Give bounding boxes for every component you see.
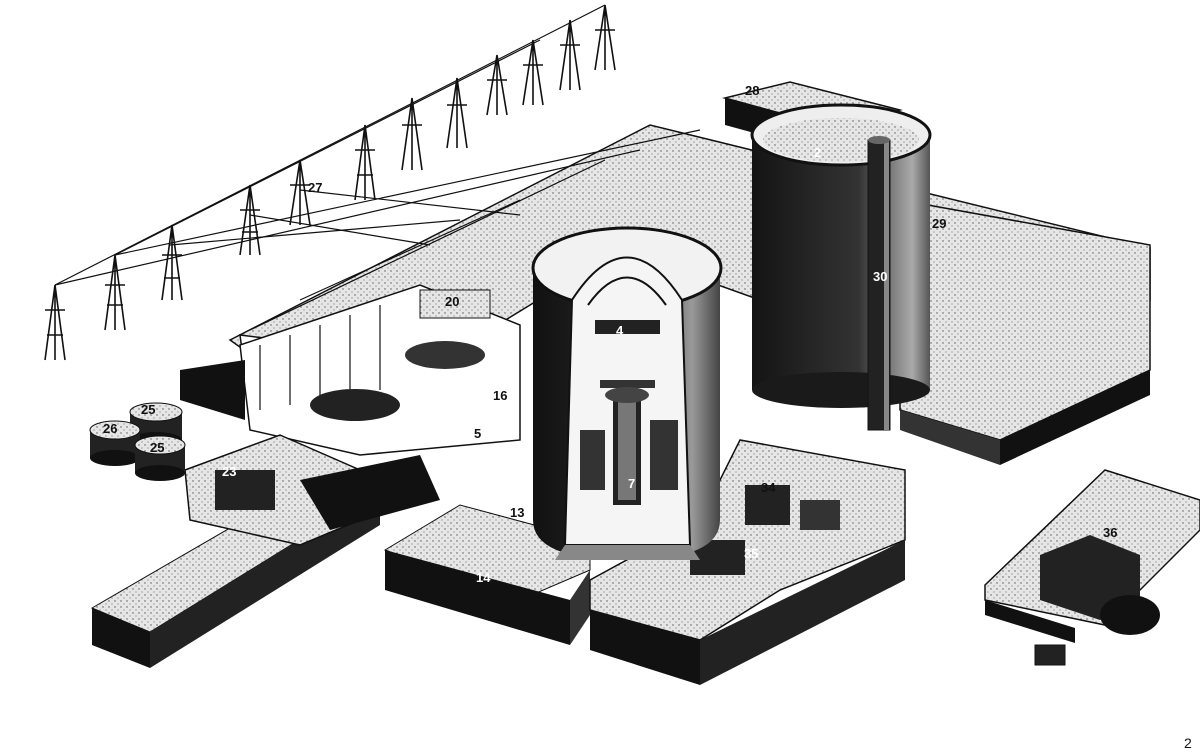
callout-29: 29 [932,216,946,231]
page-number: 2 [1184,735,1192,751]
callout-28: 28 [745,83,759,98]
callout-23: 23 [222,464,236,479]
diesel-building-36 [984,469,1200,666]
reactor-containment [531,226,723,560]
transmission-lines [54,4,701,331]
callout-35: 35 [744,546,758,561]
storage-tanks [89,402,186,481]
callout-27: 27 [308,180,322,195]
pylons [44,4,616,361]
left-complex-23 [184,434,440,546]
machinery-hall [180,284,521,456]
ventilation-stack [867,136,891,431]
callout-4: 4 [616,323,624,338]
callout-13: 13 [510,505,524,520]
callout-20: 20 [445,294,459,309]
tank-25-lower [134,435,186,481]
callout-2: 2 [814,145,821,160]
callout-16: 16 [493,388,507,403]
tank-26 [89,420,141,466]
callout-5: 5 [474,426,481,441]
callout-labels: 28 2 29 30 27 20 4 16 5 25 25 26 23 13 7… [103,83,1117,585]
callout-25-upper: 25 [141,402,155,417]
annex-building [899,199,1151,465]
callout-25-lower: 25 [150,440,164,455]
callout-36: 36 [1103,525,1117,540]
callout-34: 34 [761,480,776,495]
callout-7: 7 [628,476,635,491]
storage-tower [750,103,932,408]
callout-14: 14 [476,570,491,585]
callout-26: 26 [103,421,117,436]
callout-30: 30 [873,269,887,284]
